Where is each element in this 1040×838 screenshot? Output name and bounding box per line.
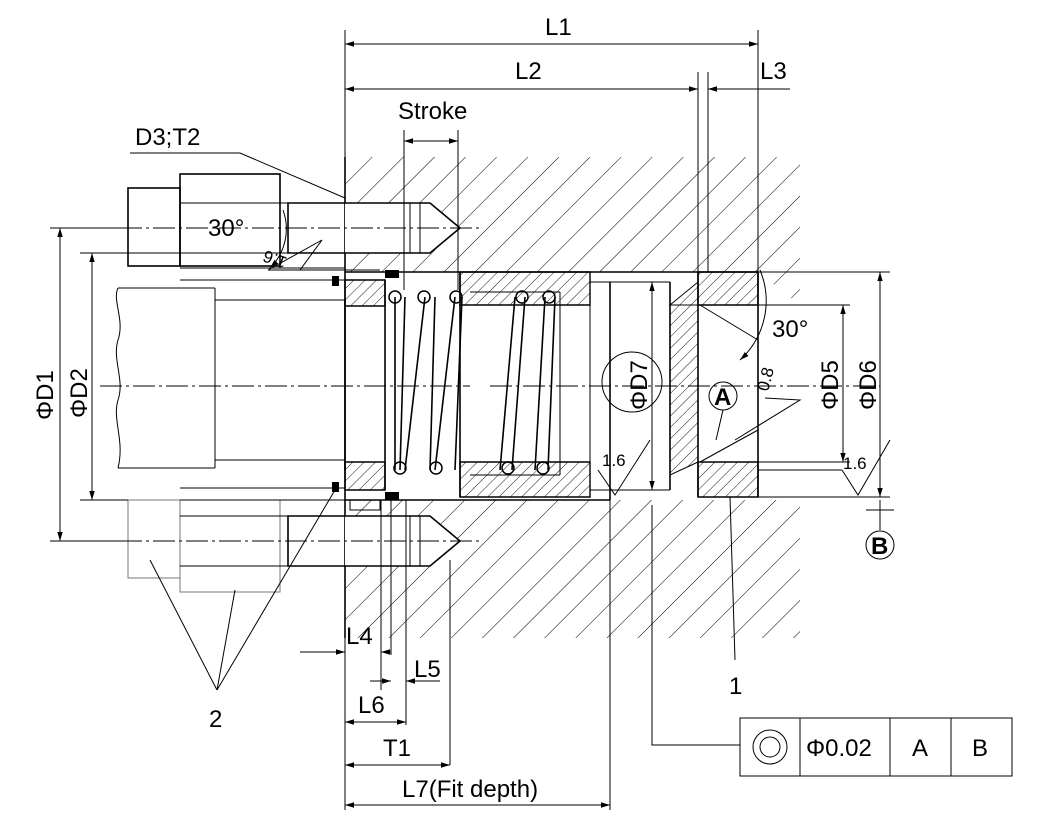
tolerance-value: Φ0.02 — [806, 735, 872, 762]
callout-part-1: 1 — [729, 673, 742, 700]
tolerance-datum-secondary: B — [972, 735, 988, 762]
seat-insert — [609, 271, 759, 500]
datum-b: B — [871, 533, 888, 560]
dim-stroke: Stroke — [398, 98, 467, 125]
dimension-labels: L1 L2 L3 Stroke D3;T2 30° 30° L4 L5 L6 T… — [32, 14, 895, 803]
shaft — [100, 267, 880, 501]
finish-right: 1.6 — [843, 454, 867, 473]
housing — [344, 157, 800, 638]
spring-left — [388, 290, 463, 475]
tolerance-frame: Φ0.02 A B — [739, 717, 1013, 777]
dim-d1: ΦD1 — [32, 370, 59, 420]
dim-l3: L3 — [760, 58, 787, 85]
dim-d3t2: D3;T2 — [135, 124, 200, 151]
dim-l1: L1 — [545, 14, 572, 41]
screw-upper — [120, 173, 480, 267]
guide-bushing — [332, 270, 399, 511]
dim-d5: ΦD5 — [817, 360, 844, 410]
callout-part-2: 2 — [209, 706, 222, 733]
dim-l2: L2 — [515, 58, 542, 85]
dim-d7: ΦD7 — [626, 360, 653, 410]
dim-d6: ΦD6 — [855, 360, 882, 410]
dim-l4: L4 — [346, 623, 373, 650]
angle-top: 30° — [208, 215, 244, 242]
finish-mid: 1.6 — [602, 451, 626, 470]
screw-lower — [120, 499, 480, 593]
dim-l5: L5 — [414, 656, 441, 683]
plunger-cup — [459, 271, 670, 498]
dimension-lines — [50, 30, 894, 810]
dim-l7: L7(Fit depth) — [402, 776, 538, 803]
dim-t1: T1 — [383, 735, 411, 762]
dim-d2: ΦD2 — [66, 368, 93, 418]
datum-a: A — [714, 384, 731, 411]
spring-right — [499, 290, 556, 475]
concentricity-icon — [752, 729, 788, 765]
finish-chamfer: 0.8 — [754, 365, 778, 393]
tolerance-datum-primary: A — [912, 735, 928, 762]
angle-chamfer: 30° — [772, 316, 808, 343]
dim-l6: L6 — [358, 692, 385, 719]
